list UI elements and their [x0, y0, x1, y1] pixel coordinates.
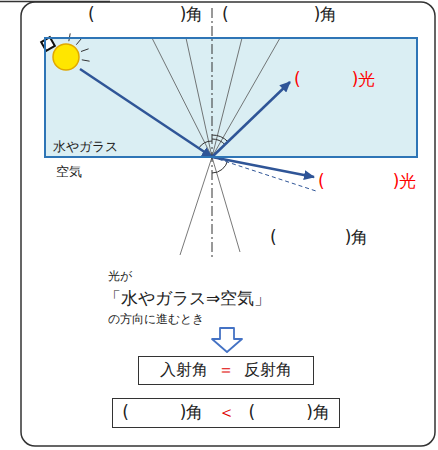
medium-label: 水やガラス: [53, 140, 118, 155]
fan-line: [152, 38, 212, 157]
water-fill: [44, 37, 418, 158]
incident-extension: [212, 157, 316, 191]
light-ray-short: [82, 60, 90, 61]
relation-sign: ＜: [218, 403, 235, 423]
condition-heading: 「水やガラス⇒空気」: [104, 289, 271, 309]
incidence-angle-arc: [199, 141, 212, 148]
condition-note: の方向に進むとき: [108, 313, 204, 327]
light-blank: ( )光: [318, 172, 416, 192]
refracted-ray: [212, 157, 314, 177]
fan-lines: [152, 38, 280, 255]
water-region: 水やガラス: [44, 37, 418, 158]
term-text: 入射角: [160, 361, 208, 379]
light-ray-short: [81, 49, 89, 52]
light-blank: ( )光: [294, 70, 375, 90]
reflection-angle-arc: [212, 139, 225, 145]
medium-label: 空気: [56, 165, 82, 180]
lamp-bulb: [53, 44, 79, 70]
angle-blank: ( )角: [270, 228, 368, 248]
fan-line: [186, 38, 212, 157]
fan-line: [212, 157, 240, 252]
reflection-angle-arc: [212, 135, 228, 142]
fan-line: [212, 38, 242, 157]
refraction-angle-arc: [212, 160, 228, 173]
equation-box: 入射角 ＝ 反射角: [138, 356, 314, 385]
condition-note: 光が: [108, 270, 132, 284]
relation-sign: ＝: [218, 361, 234, 379]
panel-frame: [21, 2, 435, 446]
fan-line: [212, 38, 280, 157]
blank-term: ( )角: [122, 403, 203, 423]
blank-term: ( )角: [249, 403, 330, 423]
angle-blank: ( )角: [88, 5, 203, 25]
normal-line: [212, 8, 213, 258]
inequality-box: ( )角 ＜ ( )角: [112, 398, 340, 428]
reflected-ray: [212, 82, 290, 157]
term-text: 反射角: [244, 361, 292, 379]
fan-line: [180, 157, 212, 255]
light-ray-short: [76, 39, 81, 45]
hollow-down-arrow: [212, 328, 242, 352]
angle-blank: ( )角: [222, 5, 337, 25]
